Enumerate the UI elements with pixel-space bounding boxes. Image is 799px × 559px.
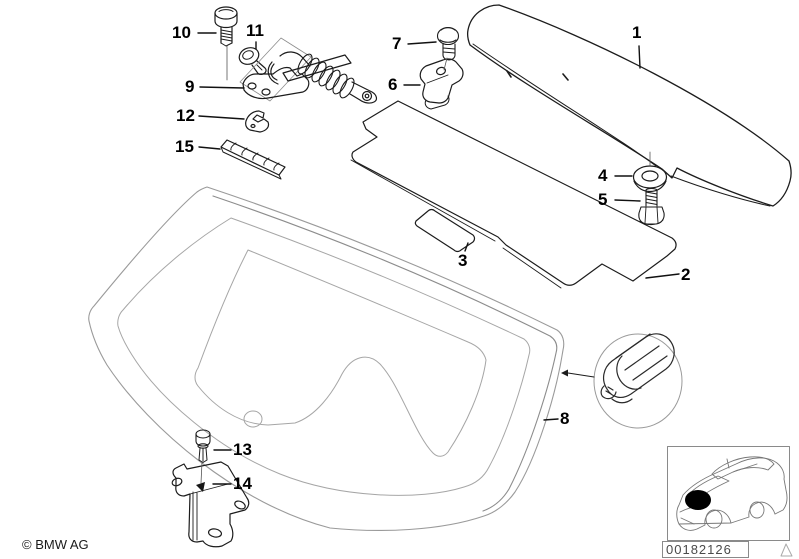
callout-6[interactable]: 6	[388, 75, 398, 94]
part-15-strip	[220, 139, 286, 180]
part-2-trim-panel	[350, 100, 677, 289]
car-thumbnail	[676, 456, 788, 531]
callout-15[interactable]: 15	[175, 137, 194, 156]
callout-10[interactable]: 10	[172, 23, 191, 42]
callout-14[interactable]: 14	[233, 474, 252, 493]
part-9-tensioner	[239, 37, 378, 104]
callout-4[interactable]: 4	[598, 166, 608, 185]
car-locator-box	[667, 446, 790, 541]
part-12-clip	[245, 110, 270, 133]
rear-window-glass	[88, 186, 565, 532]
seal-detail-circle	[561, 333, 683, 429]
part-5-screw	[638, 187, 665, 226]
part-7-screw	[436, 26, 460, 61]
part-10-screw	[214, 6, 238, 47]
part-4-grommet	[632, 165, 668, 193]
part-3-pad	[414, 208, 476, 253]
part-6-bracket	[419, 58, 464, 110]
callout-11[interactable]: 11	[246, 21, 264, 40]
callout-2[interactable]: 2	[681, 265, 691, 284]
projection-lines	[200, 45, 651, 484]
part-13-plug	[195, 429, 211, 463]
callout-1[interactable]: 1	[632, 23, 642, 42]
image-number-box: 00182126	[662, 541, 749, 558]
part-14-bracket	[171, 461, 250, 548]
seal-cross-section	[600, 333, 675, 404]
callout-5[interactable]: 5	[598, 190, 608, 209]
location-dot	[685, 490, 711, 510]
callout-8[interactable]: 8	[560, 409, 570, 428]
leader-lines	[197, 32, 680, 485]
corner-triangle-icon	[780, 543, 793, 557]
detail-arrow	[561, 369, 595, 378]
callout-12[interactable]: 12	[176, 106, 195, 125]
callout-3[interactable]: 3	[458, 251, 468, 270]
callout-13[interactable]: 13	[233, 440, 252, 459]
part-1-parcel-shelf	[466, 4, 792, 207]
callout-7[interactable]: 7	[392, 34, 402, 53]
callout-9[interactable]: 9	[185, 77, 195, 96]
bmw-copyright: © BMW AG	[22, 537, 89, 552]
